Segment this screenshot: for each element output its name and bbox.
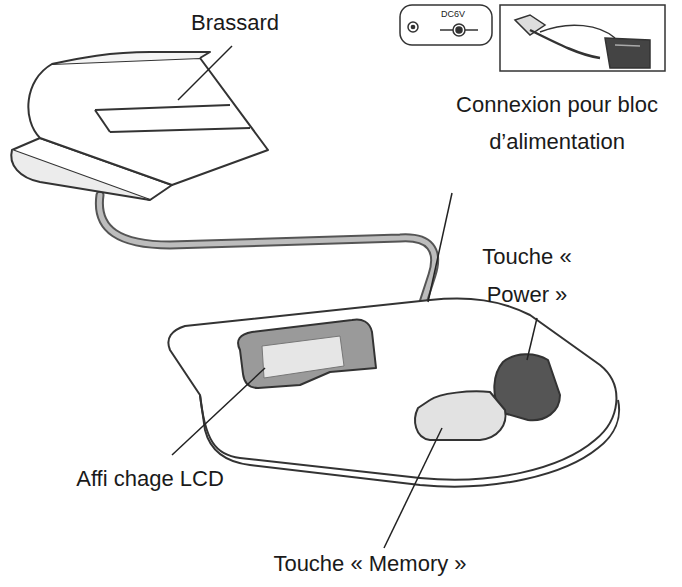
tube <box>99 195 434 318</box>
monitor-body <box>168 299 619 487</box>
connector-marking: DC6V <box>428 9 478 19</box>
part-label: Connexion pour bloc d’alimentation <box>442 86 672 160</box>
tube-inner <box>99 195 434 318</box>
power-inset <box>400 5 665 71</box>
part-label: Affi chage LCD <box>20 466 280 492</box>
part-label: Touche « Memory » <box>220 551 520 577</box>
part-label: Touche « Power » <box>462 238 592 314</box>
cuff <box>11 52 268 200</box>
memory-button <box>415 391 505 440</box>
part-label: Brassard <box>170 10 300 36</box>
leader-lines <box>172 46 537 548</box>
